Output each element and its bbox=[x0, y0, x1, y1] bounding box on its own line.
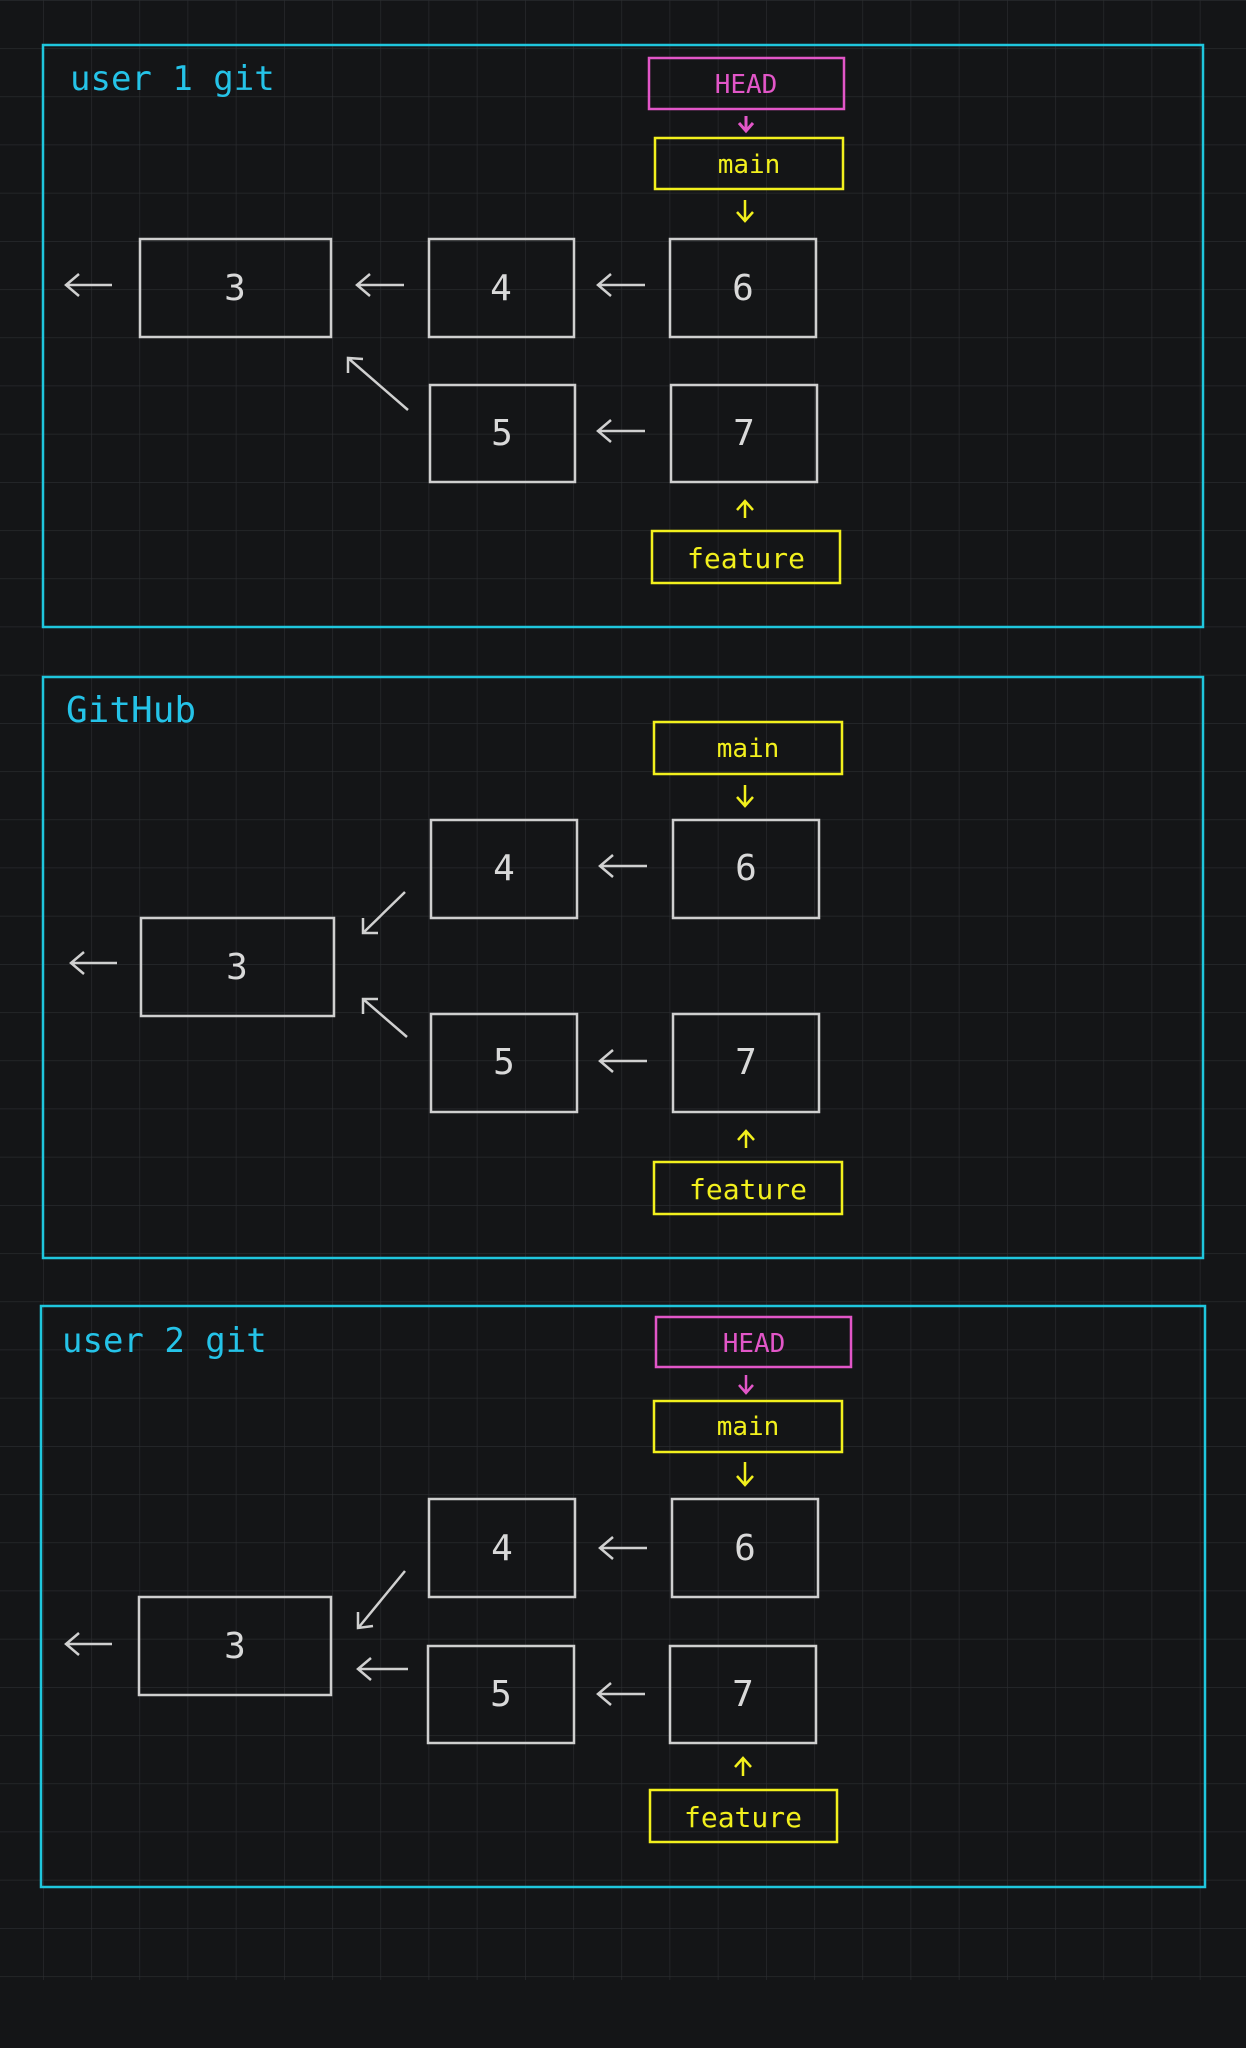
commit-label: 6 bbox=[735, 848, 757, 889]
panel-title: GitHub bbox=[66, 690, 196, 731]
main-label: main bbox=[717, 734, 780, 764]
main-label: main bbox=[718, 150, 781, 180]
commit-label: 3 bbox=[224, 1626, 246, 1667]
commit-box bbox=[427, 237, 576, 339]
parent-arrow bbox=[346, 356, 409, 411]
head-label-box bbox=[654, 1315, 853, 1369]
commit-box bbox=[429, 1012, 579, 1114]
panel-user2: user 2 git HEAD main 3 4 5 6 7 feature bbox=[39, 1304, 1207, 1889]
commit-label: 5 bbox=[493, 1042, 515, 1083]
panel-user1: user 1 git HEAD main 3 4 5 6 7 feature bbox=[41, 43, 1205, 629]
commit-box bbox=[428, 383, 577, 484]
commit-label: 7 bbox=[733, 413, 755, 454]
parent-arrow bbox=[598, 1536, 647, 1560]
panel-border bbox=[39, 1304, 1207, 1889]
commit-label: 4 bbox=[491, 1528, 513, 1569]
commit-label: 4 bbox=[490, 268, 512, 309]
commit-box bbox=[429, 818, 579, 920]
commit-box bbox=[137, 1595, 333, 1697]
commit-label: 7 bbox=[732, 1674, 754, 1715]
panel-github: GitHub main 3 4 5 6 7 feature bbox=[41, 675, 1205, 1260]
parent-arrow bbox=[64, 1632, 112, 1656]
feature-label: feature bbox=[689, 1173, 807, 1206]
commit-label: 3 bbox=[224, 268, 246, 309]
commit-label: 3 bbox=[226, 947, 248, 988]
head-to-main-arrow bbox=[738, 1375, 754, 1395]
commit-box bbox=[426, 1644, 576, 1745]
grid-background bbox=[0, 0, 1246, 1980]
parent-arrow bbox=[598, 854, 647, 878]
commit-label: 4 bbox=[493, 848, 515, 889]
main-pointer-arrow bbox=[736, 200, 754, 223]
main-label: main bbox=[717, 1412, 780, 1442]
panel-border bbox=[41, 675, 1205, 1260]
parent-arrow bbox=[596, 419, 645, 443]
parent-arrow bbox=[596, 1682, 645, 1706]
commit-label: 5 bbox=[490, 1674, 512, 1715]
feature-label-box bbox=[652, 1160, 844, 1216]
commit-box bbox=[668, 1644, 818, 1745]
commit-box bbox=[138, 237, 333, 339]
commit-box bbox=[139, 916, 336, 1018]
main-label-box bbox=[652, 1399, 844, 1454]
commit-label: 5 bbox=[491, 413, 513, 454]
feature-label: feature bbox=[684, 1801, 802, 1834]
feature-pointer-arrow bbox=[736, 499, 754, 518]
head-label: HEAD bbox=[715, 70, 778, 100]
commit-label: 6 bbox=[732, 268, 754, 309]
parent-arrow bbox=[355, 273, 404, 297]
parent-arrow bbox=[596, 273, 645, 297]
commit-label: 6 bbox=[734, 1528, 756, 1569]
main-pointer-arrow bbox=[736, 785, 754, 808]
panel-title: user 2 git bbox=[62, 1321, 267, 1361]
commit-box bbox=[669, 383, 819, 484]
feature-pointer-arrow bbox=[737, 1129, 755, 1148]
parent-arrow bbox=[361, 891, 406, 935]
panel-title: user 1 git bbox=[70, 59, 275, 99]
main-label-box bbox=[652, 720, 844, 776]
main-pointer-arrow bbox=[736, 1462, 754, 1487]
feature-label-box bbox=[648, 1788, 839, 1844]
parent-arrow bbox=[598, 1049, 647, 1073]
commit-box bbox=[670, 1497, 820, 1599]
main-label-box bbox=[653, 136, 845, 191]
head-label-box bbox=[647, 56, 846, 111]
head-label: HEAD bbox=[723, 1329, 786, 1359]
commit-box bbox=[671, 818, 821, 920]
commit-box bbox=[668, 237, 818, 339]
feature-label: feature bbox=[687, 542, 805, 575]
feature-label-box bbox=[650, 529, 842, 585]
parent-arrow bbox=[361, 997, 408, 1038]
head-to-main-arrow bbox=[737, 116, 755, 134]
parent-arrow bbox=[356, 1570, 406, 1630]
commit-label: 7 bbox=[735, 1042, 757, 1083]
panel-border bbox=[41, 43, 1205, 629]
commit-box bbox=[671, 1012, 821, 1114]
commit-box bbox=[427, 1497, 577, 1599]
parent-arrow bbox=[356, 1657, 408, 1681]
parent-arrow bbox=[69, 951, 117, 975]
feature-pointer-arrow bbox=[734, 1756, 752, 1776]
parent-arrow bbox=[64, 273, 112, 297]
